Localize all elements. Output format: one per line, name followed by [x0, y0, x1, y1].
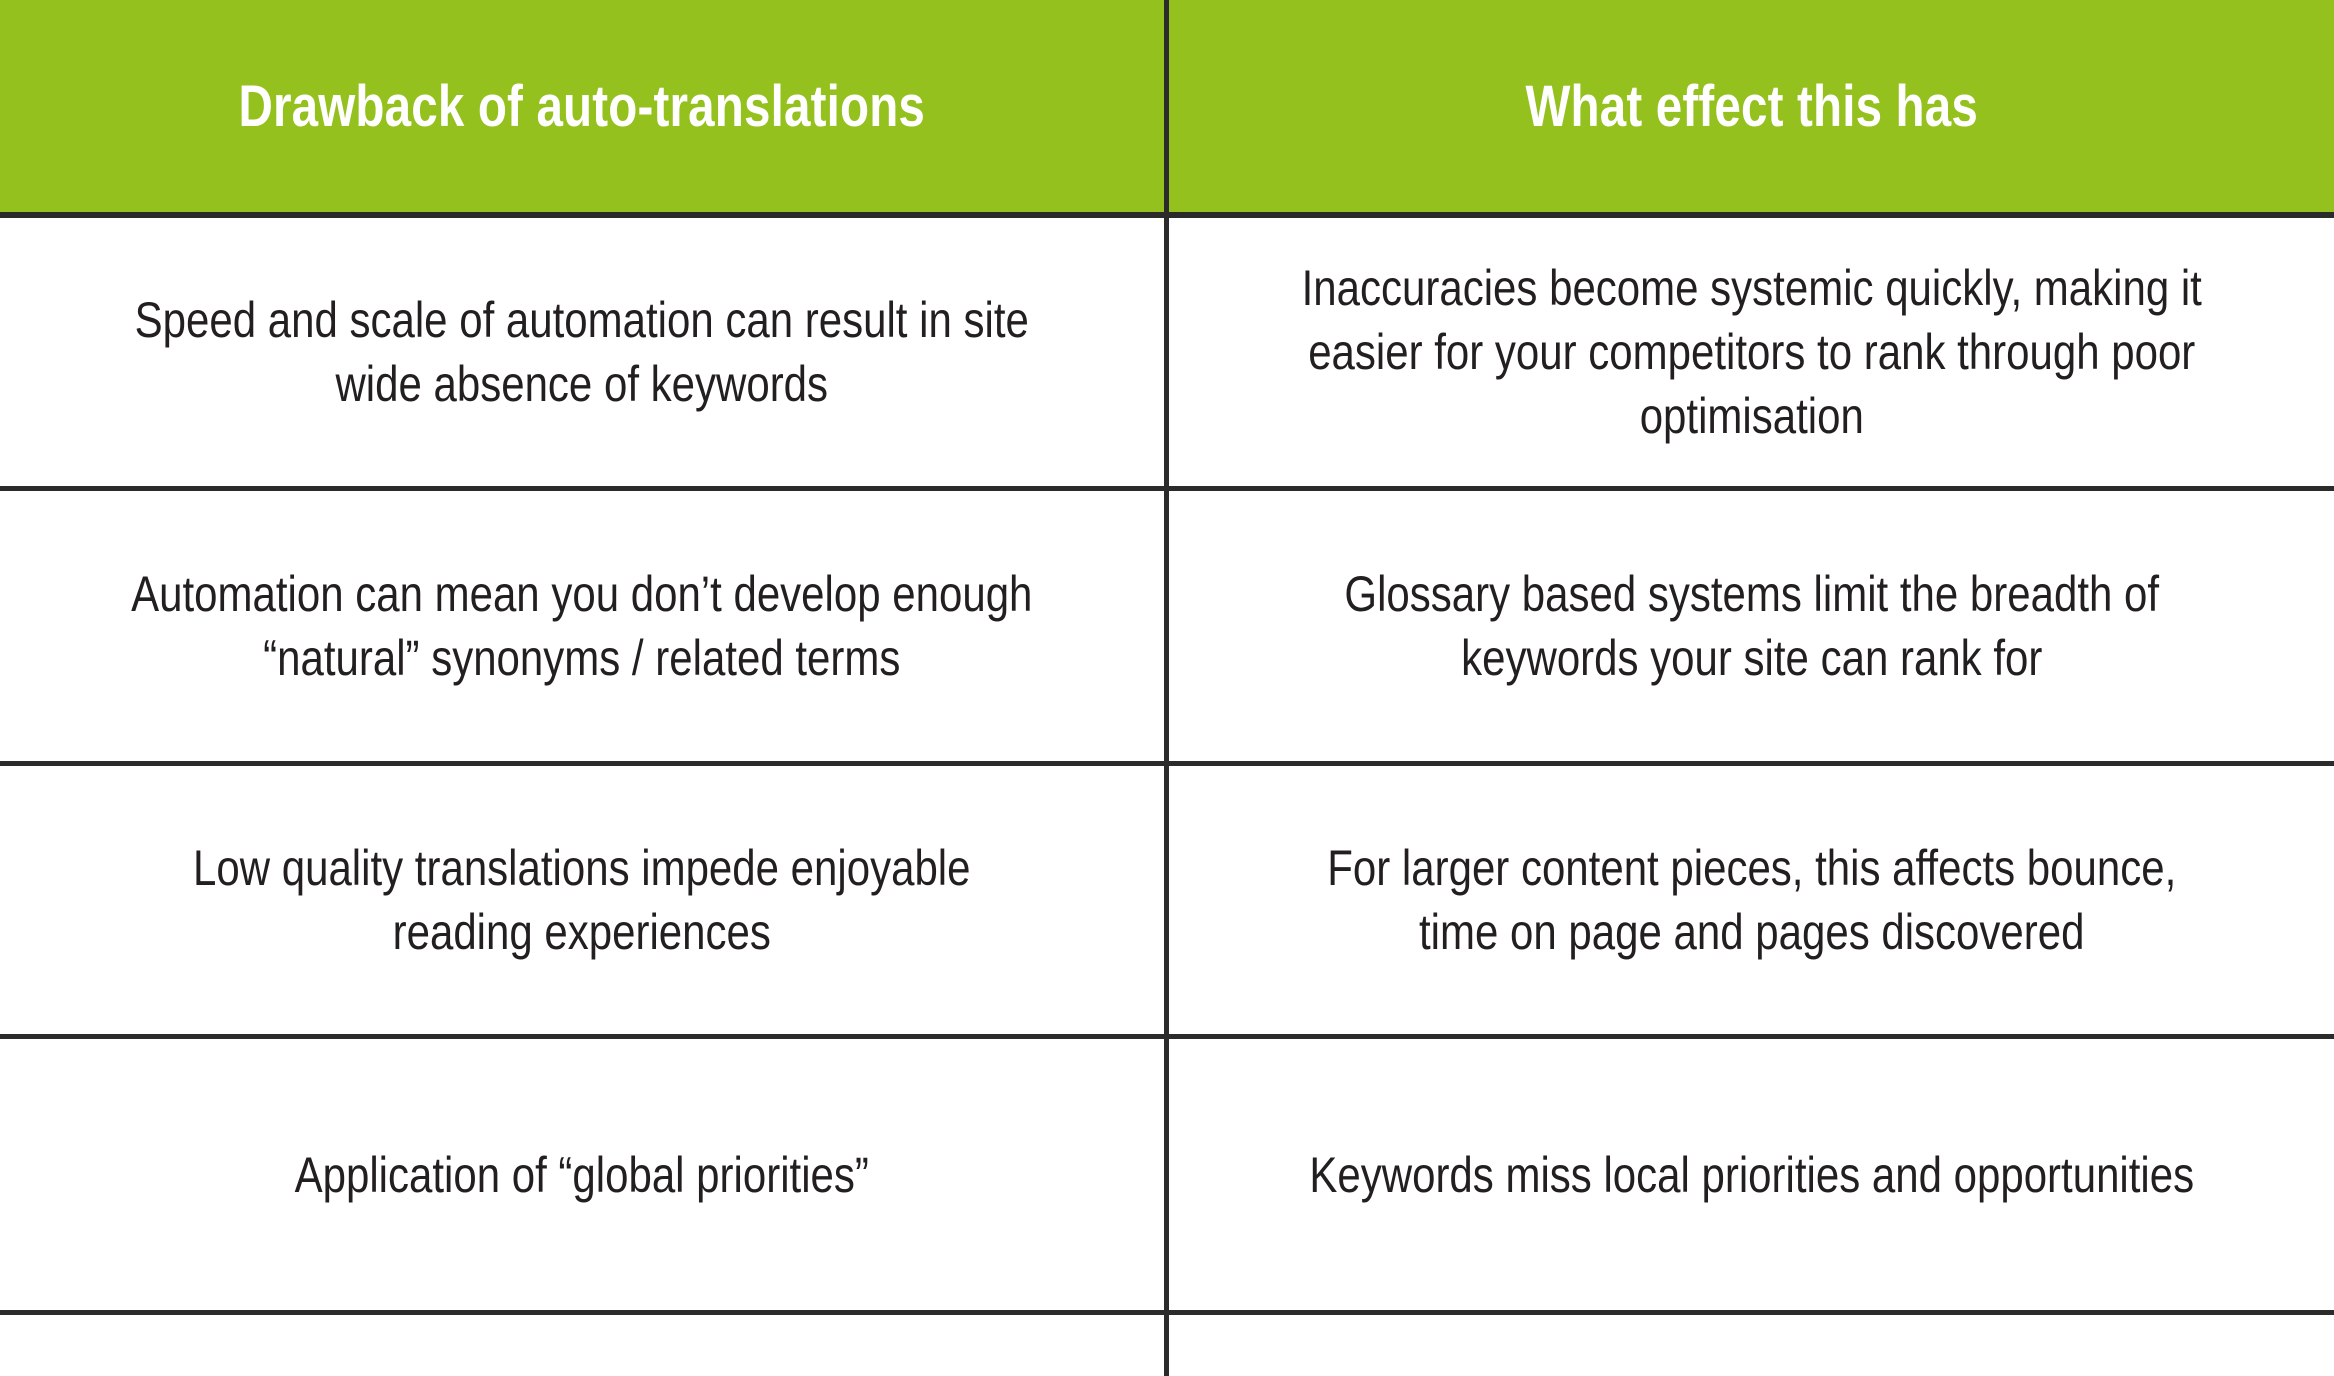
cell-drawback: Low quality translations impede enjoyabl… [0, 763, 1169, 1039]
cell-drawback: Direct translations can lead to missed o… [0, 1312, 1169, 1376]
cell-effect-text: Keywords miss local priorities and oppor… [1308, 1146, 2194, 1203]
cell-effect: For larger content pieces, this affects … [1166, 763, 2334, 1039]
cell-effect: For example, Brazilians don’t search for… [1166, 1312, 2334, 1376]
table-body: Speed and scale of automation can result… [0, 215, 2334, 1376]
cell-effect-text: Inaccuracies become systemic quickly, ma… [1301, 260, 2202, 444]
column-header-effect-label: What effect this has [1524, 73, 1978, 139]
column-divider-rule [1164, 1100, 1169, 1322]
table-row: Automation can mean you don’t develop en… [0, 488, 2334, 766]
table-row: Low quality translations impede enjoyabl… [0, 763, 2334, 1039]
column-header-drawback-label: Drawback of auto-translations [238, 73, 926, 139]
cell-drawback-text: Application of “global priorities” [294, 1146, 869, 1203]
table-row: Speed and scale of automation can result… [0, 215, 2334, 491]
cell-drawback-text: Automation can mean you don’t develop en… [131, 566, 1033, 686]
cell-drawback-text: Speed and scale of automation can result… [134, 292, 1029, 412]
table-header-row: Drawback of auto-translations What effec… [0, 0, 2334, 218]
cell-effect: Keywords miss local priorities and oppor… [1166, 1036, 2334, 1315]
column-header-drawback: Drawback of auto-translations [0, 0, 1169, 218]
column-header-effect: What effect this has [1166, 0, 2334, 218]
cell-effect: Inaccuracies become systemic quickly, ma… [1166, 215, 2334, 491]
table-row: Application of “global priorities” Keywo… [0, 1036, 2334, 1315]
table-row: Direct translations can lead to missed o… [0, 1312, 2334, 1376]
cell-drawback: Application of “global priorities” [0, 1036, 1169, 1315]
cell-effect: Glossary based systems limit the breadth… [1166, 488, 2334, 766]
cell-drawback-text: Low quality translations impede enjoyabl… [193, 840, 971, 960]
cell-drawback: Automation can mean you don’t develop en… [0, 488, 1169, 766]
cell-drawback: Speed and scale of automation can result… [0, 215, 1169, 491]
table-header: Drawback of auto-translations What effec… [0, 0, 2334, 218]
cell-effect-text: Glossary based systems limit the breadth… [1343, 566, 2159, 686]
cell-effect-text: For larger content pieces, this affects … [1326, 840, 2176, 960]
